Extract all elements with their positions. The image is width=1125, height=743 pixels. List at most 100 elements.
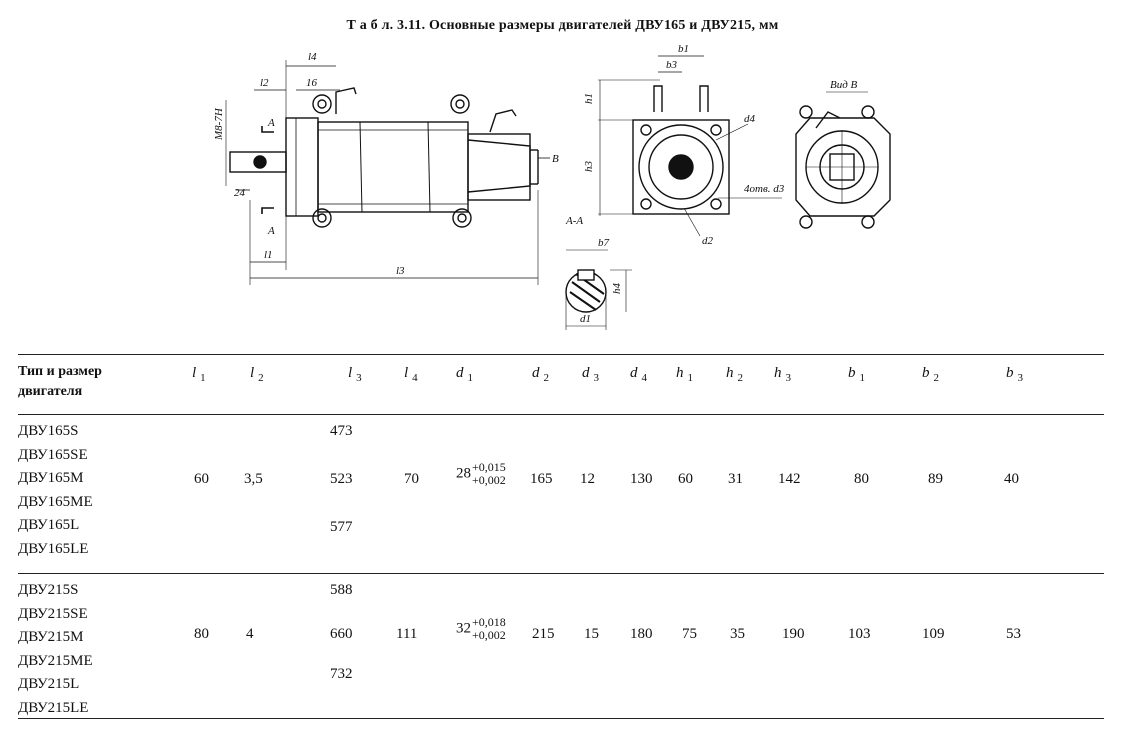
group2-b3: 53 <box>1006 626 1021 642</box>
group1-h3: 142 <box>778 471 801 487</box>
group1-name-4: ДВУ165ME <box>18 493 93 510</box>
group1-l4: 70 <box>404 471 419 487</box>
group1-b1: 80 <box>854 471 869 487</box>
group2-l3-2: 660 <box>330 626 353 642</box>
label-section-a-top: A <box>267 117 275 129</box>
table-caption: Т а б л. 3.11. Основные размеры двигател… <box>346 18 779 33</box>
group2-d4: 180 <box>630 626 653 642</box>
group1-name-5: ДВУ165L <box>18 517 80 533</box>
label-d4: d4 <box>744 113 756 125</box>
motor-body <box>317 121 469 213</box>
label-l3: l3 <box>396 265 405 277</box>
group2-name-3: ДВУ215M <box>18 629 84 645</box>
group1-b3: 40 <box>1004 471 1019 487</box>
label-b1: b1 <box>678 43 689 55</box>
group2-l1: 80 <box>194 626 209 642</box>
group1-d1-nominal: 28 <box>456 465 471 482</box>
group1-d1-tolerance: +0,015+0,002 <box>472 460 506 487</box>
view-b-outline <box>795 117 891 217</box>
group1-l2: 3,5 <box>244 471 263 487</box>
table-rule-header <box>18 414 1104 415</box>
group2-b2: 109 <box>922 626 945 642</box>
label-holes: 4отв. d3 <box>744 183 785 195</box>
label-section-a-bottom: A <box>267 225 275 237</box>
group1-d3: 12 <box>580 471 595 487</box>
motor-shaft <box>229 151 287 173</box>
group1-b2: 89 <box>928 471 943 487</box>
label-view-b: Вид В <box>830 79 858 91</box>
table-rule-group <box>18 573 1104 574</box>
group2-d3: 15 <box>584 626 599 642</box>
group1-d2: 165 <box>530 471 553 487</box>
group1-d1: 28+0,015+0,002 <box>456 461 506 487</box>
group2-name-4: ДВУ215ME <box>18 652 93 669</box>
label-d2: d2 <box>702 235 714 247</box>
group2-d2: 215 <box>532 626 555 642</box>
front-spigot <box>638 124 724 210</box>
label-24: 24 <box>234 187 246 199</box>
group1-d4: 130 <box>630 471 653 487</box>
group2-name-5: ДВУ215L <box>18 676 80 692</box>
label-l4: l4 <box>308 51 317 63</box>
group2-l3-3: 732 <box>330 666 353 682</box>
group1-h2: 31 <box>728 471 743 487</box>
rear-cover <box>467 133 531 201</box>
group2-h3: 190 <box>782 626 805 642</box>
label-view-b-arrow: B <box>552 153 559 165</box>
motor-flange <box>285 117 319 217</box>
group2-name-6: ДВУ215LE <box>18 699 89 716</box>
group1-name-1: ДВУ165S <box>18 423 79 439</box>
group1-l3-1: 473 <box>330 423 353 439</box>
group1-names: ДВУ165S ДВУ165SE ДВУ165M ДВУ165ME ДВУ165… <box>18 420 93 561</box>
label-section-aa: A-A <box>565 215 583 227</box>
motor-drawing: l4 l2 16 M8-7H A A 24 l1 l3 B b1 b3 h1 h… <box>213 43 891 330</box>
label-l2: l2 <box>260 77 269 89</box>
label-h4: h4 <box>611 283 623 295</box>
group2-b1: 103 <box>848 626 871 642</box>
group2-d1-tolerance: +0,018+0,002 <box>472 615 506 642</box>
group2-l2: 4 <box>246 626 254 642</box>
label-l1: l1 <box>264 249 273 261</box>
group1-name-2: ДВУ165SE <box>18 446 88 463</box>
label-d1: d1 <box>580 313 591 325</box>
group1-name-3: ДВУ165M <box>18 470 84 486</box>
group1-name-6: ДВУ165LE <box>18 540 89 557</box>
group2-h1: 75 <box>682 626 697 642</box>
label-thread: M8-7H <box>213 107 225 141</box>
group2-name-1: ДВУ215S <box>18 582 79 598</box>
label-h3: h3 <box>583 161 595 173</box>
group2-name-2: ДВУ215SE <box>18 605 88 622</box>
front-flange <box>632 119 730 215</box>
group1-h1: 60 <box>678 471 693 487</box>
group2-l4: 111 <box>396 626 418 642</box>
table-rule-bottom <box>18 718 1104 719</box>
group2-h2: 35 <box>730 626 745 642</box>
group2-d1: 32+0,018+0,002 <box>456 616 506 642</box>
table-rule-top <box>18 354 1104 355</box>
label-b3: b3 <box>666 59 678 71</box>
label-16: 16 <box>306 77 318 89</box>
group2-d1-nominal: 32 <box>456 620 471 637</box>
group1-l3-3: 577 <box>330 519 353 535</box>
group2-names: ДВУ215S ДВУ215SE ДВУ215M ДВУ215ME ДВУ215… <box>18 579 93 720</box>
label-h1: h1 <box>583 93 595 104</box>
header-type: Тип и размер двигателя <box>18 364 102 399</box>
group1-l3-2: 523 <box>330 471 353 487</box>
label-b7: b7 <box>598 237 610 249</box>
group2-l3-1: 588 <box>330 582 353 598</box>
